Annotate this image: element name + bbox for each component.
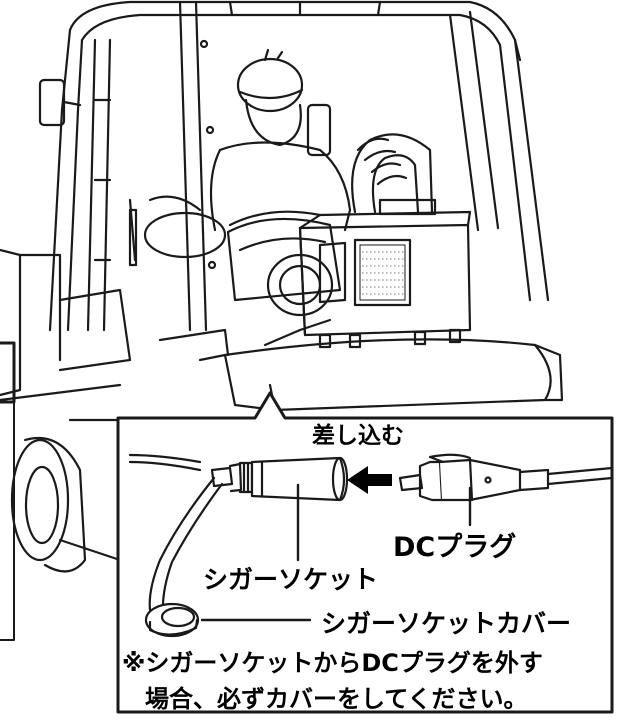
dc-plug bbox=[398, 453, 614, 502]
cigar-socket-cover-label: シガーソケットカバー bbox=[321, 609, 572, 638]
dc-plug-label: DCプラグ bbox=[393, 532, 517, 563]
note-line-1: ※シガーソケットからDCプラグを外す bbox=[122, 649, 543, 677]
cigar-socket-label: シガーソケット bbox=[203, 565, 379, 594]
socket-cover bbox=[144, 476, 224, 638]
cooler-grille bbox=[359, 244, 406, 301]
cigar-socket bbox=[210, 456, 349, 502]
note-line-2: 場合、必ずカバーをしてください。 bbox=[145, 685, 528, 713]
left-callout-frame bbox=[0, 341, 122, 641]
insert-label: 差し込む bbox=[312, 423, 404, 449]
socket-cable bbox=[128, 453, 202, 464]
left-arrow-icon bbox=[347, 466, 392, 494]
forklift-drawing bbox=[0, 0, 564, 412]
